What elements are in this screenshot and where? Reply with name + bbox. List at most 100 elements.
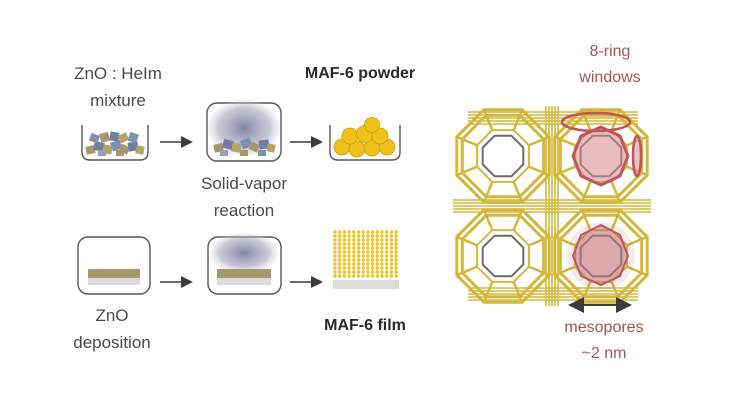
film-crystal-dot [347, 242, 351, 246]
mesopore-glow [567, 222, 635, 290]
cage-strut [610, 209, 622, 231]
film-crystal-dot [370, 246, 375, 250]
film-crystal-dot [394, 238, 398, 242]
mixture-label-line2: mixture [90, 91, 146, 110]
film-crystal-dot [361, 266, 365, 270]
film-crystal-dot [389, 258, 394, 262]
film-crystal-dot [394, 254, 398, 258]
film-crystal-dot [333, 258, 337, 262]
cage-ring [481, 134, 525, 178]
film-crystal-dot [347, 250, 351, 254]
cage-strut [456, 135, 478, 147]
film-crystal-dot [385, 258, 389, 262]
film-crystal-dot [366, 266, 370, 270]
film-crystal-dot [389, 250, 394, 254]
film-crystal-dot [361, 262, 365, 266]
film-crystal-dot [375, 258, 379, 262]
film-crystal-dot [380, 270, 384, 274]
film-crystal-dot [370, 254, 375, 258]
film-crystal-dot [385, 262, 389, 266]
film-crystal-dot [333, 266, 337, 270]
film-crystal-array [333, 230, 398, 278]
film-crystal-dot [394, 258, 398, 262]
film-crystal-dot [356, 250, 361, 254]
film-crystal-dot [380, 242, 384, 246]
framework-structure [453, 106, 651, 306]
film-crystal-dot [375, 242, 379, 246]
film-crystal-dot [389, 242, 394, 246]
cage-strut [626, 265, 648, 277]
film-crystal-dot [342, 262, 347, 266]
film-crystal-dot [385, 234, 389, 238]
cage-strut [482, 181, 494, 203]
film-crystal-dot [385, 266, 389, 270]
framework-cages [453, 106, 651, 306]
film-crystal-dot [394, 274, 398, 278]
film-crystal-dot [338, 270, 342, 274]
film-crystal-dot [352, 250, 356, 254]
film-crystal-dot [342, 250, 347, 254]
film-crystal-dot [380, 246, 384, 250]
mixture-label-line1: ZnO : HeIm [74, 64, 162, 83]
film-crystal-dot [385, 238, 389, 242]
film-crystal-dot [333, 270, 337, 274]
film-crystal-dot [333, 230, 337, 234]
film-crystal-dot [366, 250, 370, 254]
film-crystal-dot [370, 250, 375, 254]
film-crystal-dot [361, 234, 365, 238]
mesopore-label: mesopores ~2 nm [549, 318, 659, 364]
film-crystal-dot [333, 254, 337, 258]
film-crystal-dot [375, 270, 379, 274]
film-product-label: MAF-6 film [324, 317, 406, 334]
cage-strut [456, 235, 478, 247]
film-crystal-dot [366, 254, 370, 258]
film-crystal-dot [347, 270, 351, 274]
film-crystal-dot [370, 238, 375, 242]
film-crystal-dot [389, 246, 394, 250]
film-crystal-dot [389, 266, 394, 270]
film-crystal-dot [338, 258, 342, 262]
cage-strut [456, 165, 478, 177]
reaction-vessel [206, 100, 282, 162]
film-crystal-dot [342, 230, 347, 234]
film-crystal-dot [380, 238, 384, 242]
film-crystal-dot [361, 246, 365, 250]
film-crystal-dot [352, 242, 356, 246]
film-crystal-dot [361, 250, 365, 254]
film-crystal-dot [342, 266, 347, 270]
film-crystal-dot [389, 262, 394, 266]
film-crystal-dot [366, 242, 370, 246]
film-crystal-dot [356, 258, 361, 262]
film-crystal-dot [366, 230, 370, 234]
cage-strut [512, 109, 524, 131]
film-crystal-dot [342, 242, 347, 246]
film-crystal-dot [342, 270, 347, 274]
film-crystal-dot [333, 246, 337, 250]
film-crystal-dot [394, 242, 398, 246]
film-crystal-dot [333, 274, 337, 278]
film-crystal-dot [347, 234, 351, 238]
film-crystal-dot [352, 258, 356, 262]
film-crystal-dot [347, 262, 351, 266]
mixture-dish [81, 125, 149, 161]
cage-strut [580, 181, 592, 203]
window-label-line2: windows [579, 69, 641, 86]
film-crystal-dot [333, 262, 337, 266]
film-crystal-dot [338, 262, 342, 266]
film-crystal-dot [361, 274, 365, 278]
film-crystal-dot [380, 234, 384, 238]
film-crystal-dot [356, 242, 361, 246]
film-crystal-dot [361, 270, 365, 274]
film-crystal-dot [389, 230, 394, 234]
mesopore-label-line1: mesopores [564, 319, 644, 336]
film-crystal-dot [394, 230, 398, 234]
mixture-label: ZnO : HeIm mixture [58, 64, 178, 111]
powder-dish [329, 117, 401, 161]
film-crystal-dot [352, 266, 356, 270]
film-crystal-dot [389, 254, 394, 258]
film-crystal-dot [347, 274, 351, 278]
film-crystal-dot [394, 266, 398, 270]
film-crystal-dot [366, 274, 370, 278]
film-crystal-dot [347, 266, 351, 270]
film-reaction-vessel [207, 233, 282, 295]
